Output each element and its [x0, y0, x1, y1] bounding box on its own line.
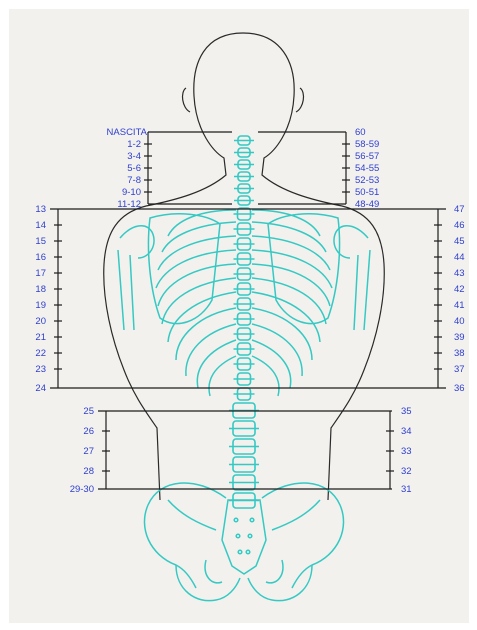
thorax-left-label: 21 — [35, 332, 46, 343]
neck-left-label: 1-2 — [127, 139, 141, 150]
neck-left-label: 3-4 — [127, 151, 141, 162]
thorax-left-label: 18 — [35, 284, 46, 295]
lumbar-left-label: 28 — [83, 466, 94, 477]
thorax-right-label: 42 — [454, 284, 465, 295]
lumbar-left-label: 27 — [83, 446, 94, 457]
neck-left-label: 11-12 — [117, 199, 141, 210]
neck-right-label: 52-53 — [355, 175, 379, 186]
thorax-left-label: 19 — [35, 300, 46, 311]
thorax-left-label: 17 — [35, 268, 46, 279]
neck-right-label: 56-57 — [355, 151, 379, 162]
thorax-right-label: 46 — [454, 220, 465, 231]
thorax-left-label: 23 — [35, 364, 46, 375]
neck-right-label: 48-49 — [355, 199, 379, 210]
thorax-right-label: 37 — [454, 364, 465, 375]
neck-left-label: NASCITA — [107, 127, 148, 138]
thorax-left-label: 20 — [35, 316, 46, 327]
thorax-left-label: 22 — [35, 348, 46, 359]
thorax-right-label: 47 — [454, 204, 465, 215]
thorax-right-label: 40 — [454, 316, 465, 327]
lumbar-right-label: 31 — [401, 484, 412, 495]
thorax-right-label: 39 — [454, 332, 465, 343]
lumbar-left-label: 26 — [83, 426, 94, 437]
neck-right-label: 54-55 — [355, 163, 379, 174]
neck-left-label: 5-6 — [127, 163, 141, 174]
thorax-right-label: 41 — [454, 300, 465, 311]
thorax-right-label: 44 — [454, 252, 465, 263]
neck-left-label: 9-10 — [122, 187, 141, 198]
neck-right-label: 60 — [355, 127, 366, 138]
lumbar-left-label: 29-30 — [70, 484, 94, 495]
lumbar-right-label: 32 — [401, 466, 412, 477]
thorax-right-label: 45 — [454, 236, 465, 247]
thorax-left-label: 15 — [35, 236, 46, 247]
neck-left-label: 7-8 — [127, 175, 141, 186]
thorax-left-label: 13 — [35, 204, 46, 215]
neck-right-label: 50-51 — [355, 187, 379, 198]
lumbar-right-label: 35 — [401, 406, 412, 417]
thorax-right-label: 38 — [454, 348, 465, 359]
thorax-right-label: 36 — [454, 383, 465, 394]
thorax-left-label: 24 — [35, 383, 46, 394]
neck-right-label: 58-59 — [355, 139, 379, 150]
lumbar-right-label: 33 — [401, 446, 412, 457]
lumbar-right-label: 34 — [401, 426, 412, 437]
paper — [9, 9, 469, 623]
thorax-right-label: 43 — [454, 268, 465, 279]
lumbar-left-label: 25 — [83, 406, 94, 417]
thorax-left-label: 16 — [35, 252, 46, 263]
thorax-left-label: 14 — [35, 220, 46, 231]
